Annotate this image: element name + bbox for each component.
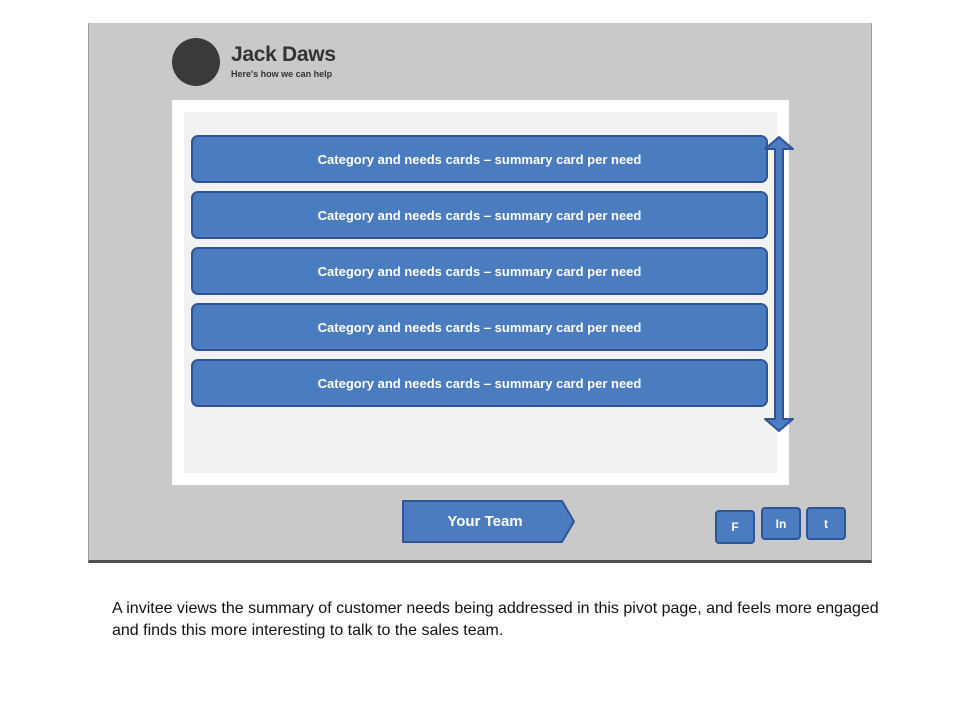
profile-name: Jack Daws — [231, 43, 336, 66]
your-team-button[interactable] — [402, 500, 576, 543]
caption-text: A invitee views the summary of customer … — [112, 600, 879, 639]
linkedin-icon[interactable]: In — [761, 507, 801, 540]
facebook-icon[interactable]: F — [715, 510, 755, 544]
need-card-4[interactable]: Category and needs cards – summary card … — [191, 303, 768, 351]
need-card-2[interactable]: Category and needs cards – summary card … — [191, 191, 768, 239]
twitter-icon[interactable]: t — [806, 507, 846, 540]
avatar — [172, 38, 220, 86]
need-card-3[interactable]: Category and needs cards – summary card … — [191, 247, 768, 295]
need-card-5[interactable]: Category and needs cards – summary card … — [191, 359, 768, 407]
profile-tagline: Here's how we can help — [231, 69, 333, 79]
scroll-arrow-icon[interactable] — [762, 135, 796, 433]
need-card-1[interactable]: Category and needs cards – summary card … — [191, 135, 768, 183]
